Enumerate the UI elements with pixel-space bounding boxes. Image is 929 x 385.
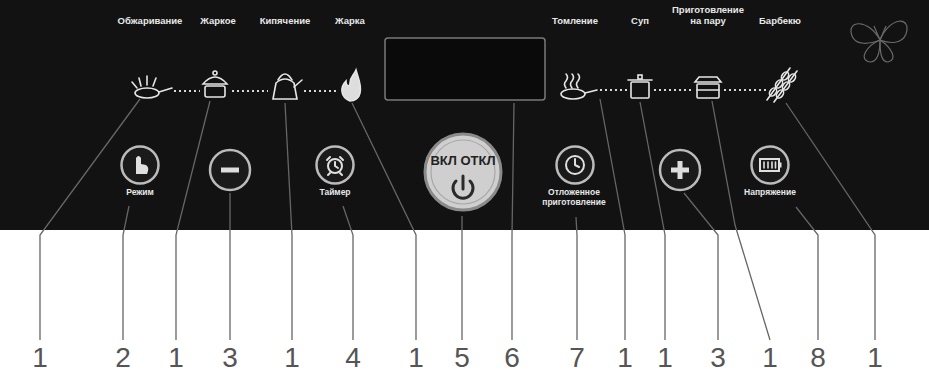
display-window — [385, 38, 545, 100]
mode-button: Режим — [120, 145, 160, 198]
callout-number: 6 — [504, 344, 520, 372]
callout-number: 4 — [345, 344, 361, 372]
mode-icons — [132, 68, 797, 102]
callout-number: 2 — [115, 344, 131, 372]
callout-number: 8 — [810, 344, 826, 372]
callout-number: 3 — [710, 344, 726, 372]
button-label: Напряжение — [743, 188, 797, 198]
button-outline — [555, 145, 595, 185]
callout-number: 1 — [867, 344, 883, 372]
callout-number: 5 — [454, 344, 470, 372]
mode-label: Кипячение — [260, 16, 311, 27]
callout-number: 1 — [408, 344, 424, 372]
callout-number: 7 — [569, 344, 585, 372]
voltage-button: Напряжение — [743, 145, 797, 198]
button-outline — [315, 145, 355, 185]
minus-button — [210, 150, 250, 190]
callout-number: 1 — [32, 344, 48, 372]
callout-number: 1 — [168, 344, 184, 372]
button-label: Отложенное приготовление — [534, 188, 614, 208]
timer-button: Таймер — [315, 145, 355, 198]
leader-lines — [40, 99, 875, 340]
mode-label: Барбекю — [759, 16, 801, 27]
callout-number: 1 — [284, 344, 300, 372]
button-outline — [423, 132, 503, 212]
mode-label: Суп — [631, 16, 649, 27]
mode-label: Жарка — [335, 16, 365, 27]
button-outline — [750, 145, 790, 185]
button-label: Таймер — [315, 188, 355, 198]
mode-dots — [174, 90, 766, 91]
callout-number: 1 — [617, 344, 633, 372]
plus-button — [660, 150, 700, 190]
callout-number: 3 — [222, 344, 238, 372]
callout-number: 1 — [657, 344, 673, 372]
delay-button: Отложенное приготовление — [534, 145, 616, 208]
power-button: ВКЛ ОТКЛ — [423, 132, 503, 212]
mode-label: Томление — [552, 16, 598, 27]
button-label: ВКЛ ОТКЛ — [423, 132, 503, 168]
mode-label: Приготовление на пару — [667, 5, 749, 27]
callout-number: 1 — [762, 344, 778, 372]
button-outline — [120, 145, 160, 185]
mode-label: Жаркое — [200, 16, 236, 27]
control-panel — [0, 0, 929, 230]
button-label: Режим — [120, 188, 160, 198]
mode-label: Обжаривание — [118, 16, 183, 27]
butterfly-decoration — [851, 21, 907, 62]
